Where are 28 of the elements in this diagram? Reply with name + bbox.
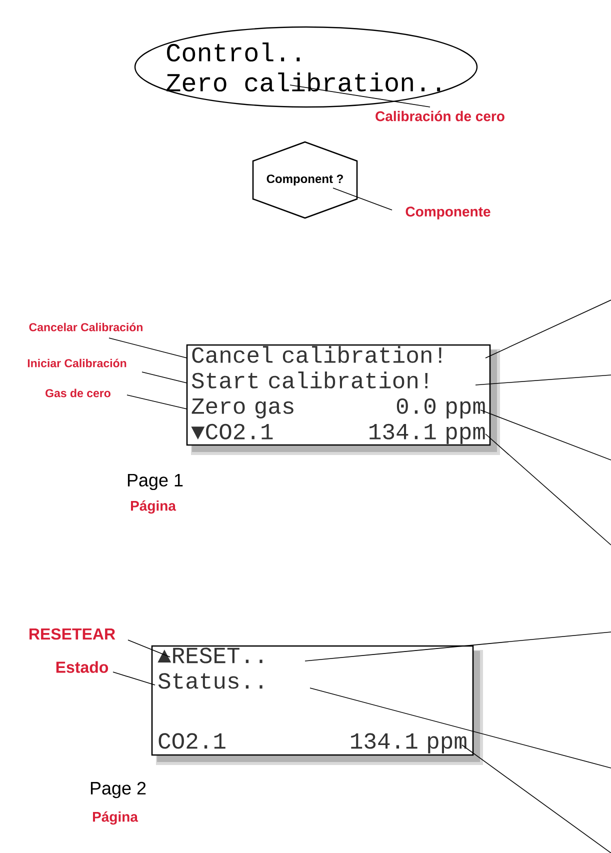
leader-line	[310, 688, 611, 768]
translation-label: Estado	[56, 661, 108, 673]
leader-line	[290, 84, 430, 108]
leader-line	[332, 188, 392, 210]
translation-label: Iniciar Calibración	[28, 358, 126, 368]
page-label: Page 1	[128, 474, 183, 490]
display-screen: ▲RESET.. Status.. CO2.1 134.1 ppm	[151, 645, 483, 765]
translation-label: Calibración de cero	[376, 110, 504, 122]
page-label: Page 2	[90, 782, 146, 798]
display-screen: Cancel calibration! Start calibration! Zero gas 0.0 ppm ▼CO2.1 134.1 ppm	[186, 344, 500, 455]
leader-line	[480, 410, 611, 460]
translation-label: Componente	[406, 206, 490, 220]
leader-line	[475, 374, 611, 386]
leader-line	[485, 300, 611, 358]
translation-label: Página	[93, 811, 138, 825]
leader-line	[304, 632, 611, 662]
leader-line	[108, 338, 188, 358]
leader-line	[462, 744, 611, 853]
decision-hexagon: Component ?	[252, 141, 358, 219]
leader-line	[142, 372, 188, 384]
translation-label: RESETEAR	[30, 628, 116, 640]
translation-label: Cancelar Calibración	[29, 322, 142, 332]
translation-label: Página	[131, 500, 176, 514]
leader-line	[126, 394, 188, 410]
leader-line	[128, 640, 170, 658]
leader-line	[485, 434, 611, 546]
leader-line	[112, 672, 156, 686]
translation-label: Gas de cero	[46, 388, 110, 398]
